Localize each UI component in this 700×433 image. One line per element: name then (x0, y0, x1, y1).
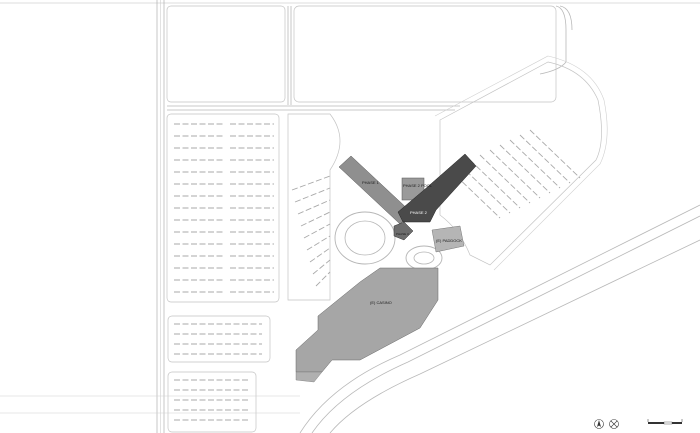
north-blocks (166, 5, 573, 111)
west-road (156, 0, 165, 433)
parking-row (509, 139, 561, 189)
phase-2-pool-label: PHASE 2 POOL (403, 183, 433, 188)
southwest-parking-lot (167, 315, 271, 433)
north-arrow-icon (609, 419, 619, 429)
parking-row (294, 187, 331, 203)
west-parking-lot (166, 113, 280, 303)
parking-row (297, 199, 331, 215)
phase-1-label: PHASE 1 (362, 180, 380, 185)
parking-row (309, 247, 331, 263)
north-roundabout (334, 211, 396, 265)
parking-row (529, 129, 581, 179)
parking-row (479, 154, 531, 204)
casino-building (295, 267, 439, 383)
parking-row (300, 211, 331, 227)
parking-row (291, 175, 331, 191)
central-parking-lot (287, 113, 341, 301)
parking-row (499, 144, 551, 194)
casino-label: (E) CASINO (370, 300, 392, 305)
parking-row (315, 271, 331, 287)
phase-2-label: PHASE 2 (410, 210, 428, 215)
parking-row (489, 149, 541, 199)
parking-row (306, 235, 331, 251)
phase-3-building (393, 221, 414, 241)
scale-bar-icon (647, 419, 683, 425)
phase-2-building (397, 153, 477, 223)
parking-row (519, 134, 571, 184)
north-arrow-icon (594, 419, 604, 429)
south-roads (0, 204, 700, 433)
parking-row (469, 159, 521, 209)
paddock-label: (E) PADDOCK (436, 238, 462, 243)
parking-row (312, 259, 331, 275)
phase-3-label: PHASE 3 (396, 232, 409, 236)
parking-row (303, 223, 331, 239)
paddock-building (431, 225, 465, 253)
